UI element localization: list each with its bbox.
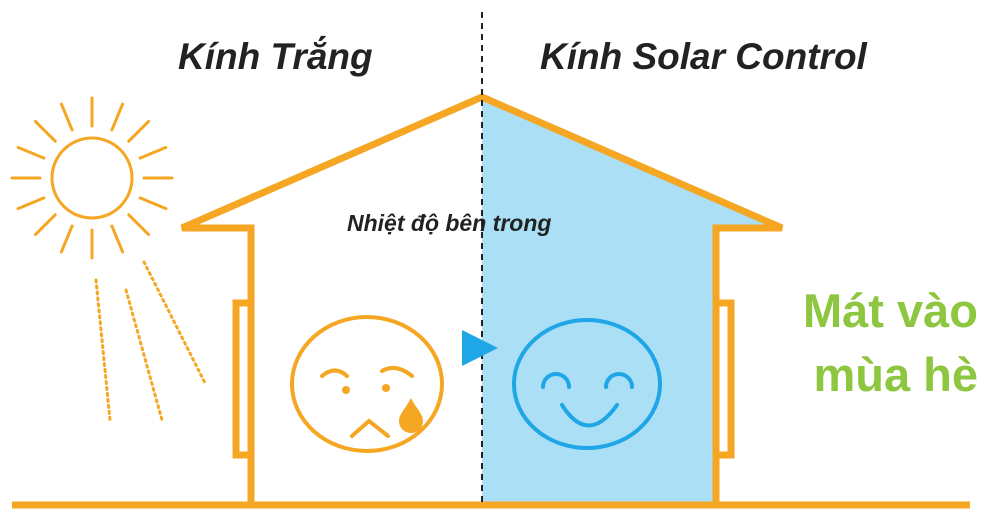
sun-beam <box>94 278 112 422</box>
sun-beam <box>124 288 164 422</box>
right-window-frame <box>716 299 735 459</box>
sun-ray <box>110 102 125 132</box>
sun-ray <box>33 213 57 237</box>
sun-ray <box>138 145 168 160</box>
sun-ray <box>59 224 74 254</box>
label-regular-glass: Kính Trắng <box>178 36 373 77</box>
summer-cool-line1: Mát vào <box>803 284 978 337</box>
sun-ray <box>127 119 151 143</box>
sun-ray <box>59 102 74 132</box>
house-outline <box>180 93 784 505</box>
sun-ray <box>16 196 46 211</box>
sun-ray <box>16 145 46 160</box>
sun-ray <box>33 119 57 143</box>
tinted-glass-area <box>482 97 782 505</box>
sweating-sad-face-icon <box>290 315 444 453</box>
summer-cool-line2: mùa hè <box>813 348 978 401</box>
left-window-frame <box>232 299 251 459</box>
sun-ray <box>127 213 151 237</box>
sweat-drop <box>399 398 423 433</box>
sun-ray <box>138 196 168 211</box>
smiling-face-icon <box>512 318 662 450</box>
right-triangle-arrow-icon <box>462 330 498 366</box>
sun-icon <box>10 96 208 422</box>
label-inside-temperature: Nhiệt độ bên trong <box>347 210 552 236</box>
label-solar-control-glass: Kính Solar Control <box>540 36 867 77</box>
sun-ray <box>110 224 125 254</box>
sun-beam <box>142 260 208 387</box>
